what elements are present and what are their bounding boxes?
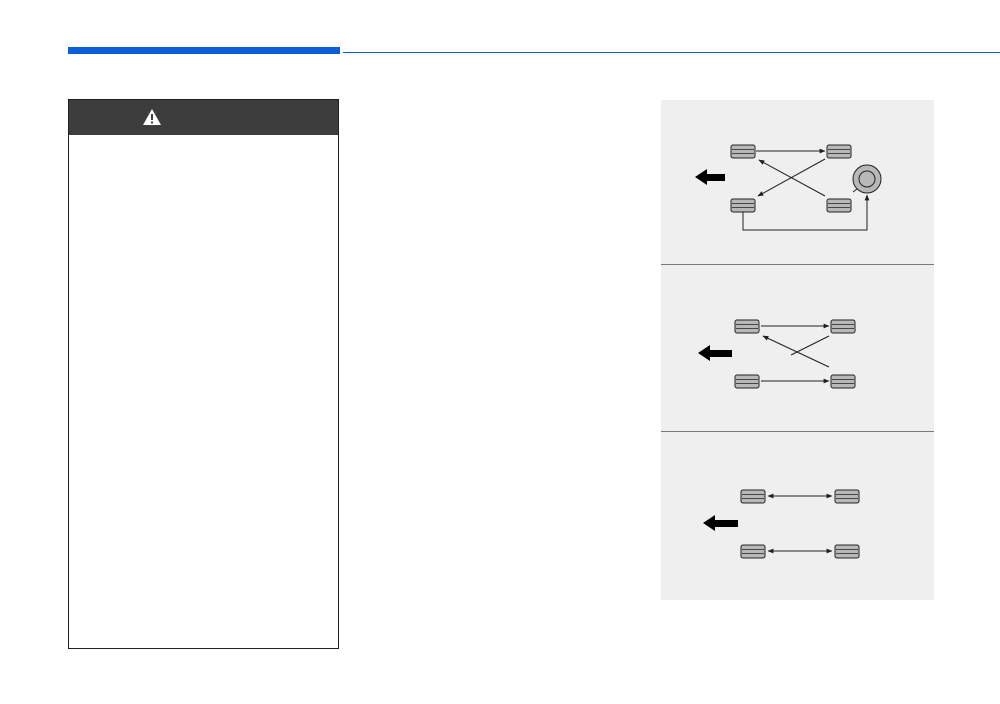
tire-front-left: [730, 144, 756, 159]
tire-rear-right: [826, 198, 852, 213]
rotation-diagram-side-to-side: [661, 432, 934, 600]
tire-rear-left: [730, 198, 756, 213]
direction-arrow-icon: [695, 169, 725, 185]
header-accent-bar: [68, 47, 340, 54]
tire-rear-left: [740, 544, 766, 559]
tire-front-left: [740, 489, 766, 504]
direction-arrow-icon: [703, 515, 738, 531]
diagram-divider: [661, 264, 934, 265]
rotation-diagram-cross-with-spare: [661, 100, 934, 264]
warning-box: [68, 99, 339, 649]
warning-header: [69, 100, 338, 135]
spare-tire-icon: [852, 164, 882, 194]
tire-rear-right: [834, 544, 860, 559]
tire-rear-right: [830, 374, 856, 389]
rotation-diagram-cross: [661, 265, 934, 431]
tire-front-right: [826, 144, 852, 159]
tire-front-right: [830, 319, 856, 334]
diagram-divider: [661, 431, 934, 432]
direction-arrow-icon: [698, 345, 732, 361]
header-rule: [343, 52, 1000, 53]
tire-rear-left: [734, 374, 760, 389]
tire-front-left: [734, 319, 760, 334]
tire-front-right: [834, 489, 860, 504]
warning-triangle-icon: [143, 109, 161, 125]
